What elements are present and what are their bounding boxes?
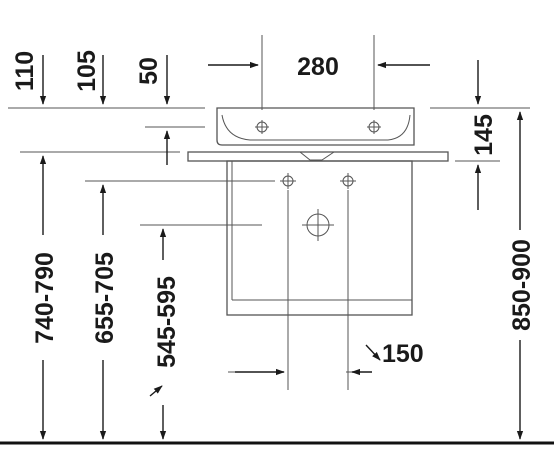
supply-left-icon xyxy=(280,173,296,189)
dim-850-900-label: 850-900 xyxy=(508,239,536,331)
tap-hole-left-icon xyxy=(255,120,269,134)
dim-105-label: 105 xyxy=(73,50,101,92)
dim-740-790-label: 740-790 xyxy=(31,252,59,344)
dim-280-label: 280 xyxy=(297,53,339,81)
waste-outlet-icon xyxy=(302,209,334,241)
dim-655-705-label: 655-705 xyxy=(91,252,119,344)
dim-150-leader-arrow xyxy=(365,344,381,361)
tap-hole-right-icon xyxy=(367,120,381,134)
dim-545-595-label: 545-595 xyxy=(153,276,181,368)
dim-150-label: 150 xyxy=(382,340,424,368)
dim-50-label: 50 xyxy=(135,57,163,85)
drain-outlet xyxy=(299,151,335,161)
dim-110-label: 110 xyxy=(11,51,39,91)
basin-inner-curve xyxy=(221,114,411,141)
dim-145-label: 145 xyxy=(470,114,498,156)
supply-right-icon xyxy=(340,173,356,189)
washbasin-outline xyxy=(216,107,415,146)
vanity-unit xyxy=(226,160,413,316)
dim-545-595-leader-arrow xyxy=(149,385,163,397)
